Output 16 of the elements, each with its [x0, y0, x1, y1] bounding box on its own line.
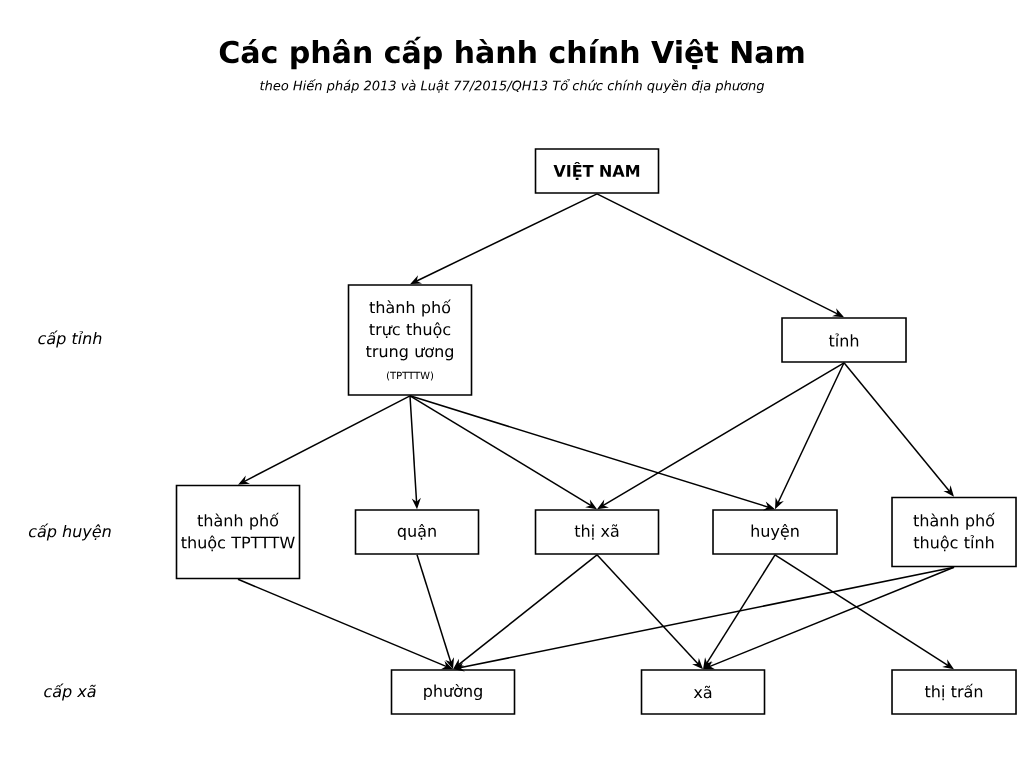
- box: tỉnh: [781, 317, 907, 363]
- box: thị xã: [534, 509, 660, 555]
- box: VIỆT NAM: [534, 148, 660, 194]
- title: Các phân cấp hành chính Việt Nam: [219, 36, 804, 70]
- box: thành phố thuộc TPTTTW: [175, 484, 301, 580]
- box: thành phố trực thuộc trung ương (TPTTTW): [347, 284, 473, 396]
- box: quận: [354, 509, 480, 555]
- box: phường: [390, 669, 516, 715]
- level-label: cấp tỉnh: [38, 330, 102, 348]
- box: xã: [640, 669, 766, 715]
- subtitle: theo Hiến pháp 2013 và Luật 77/2015/QH13 Tổ chức chính quyền địa phương: [260, 79, 765, 93]
- box: thị trấn: [891, 669, 1017, 715]
- level-label: cấp xã: [44, 683, 96, 701]
- box: huyện: [712, 509, 838, 555]
- level-label: cấp huyện: [28, 523, 111, 541]
- box: thành phố thuộc tỉnh: [891, 496, 1017, 568]
